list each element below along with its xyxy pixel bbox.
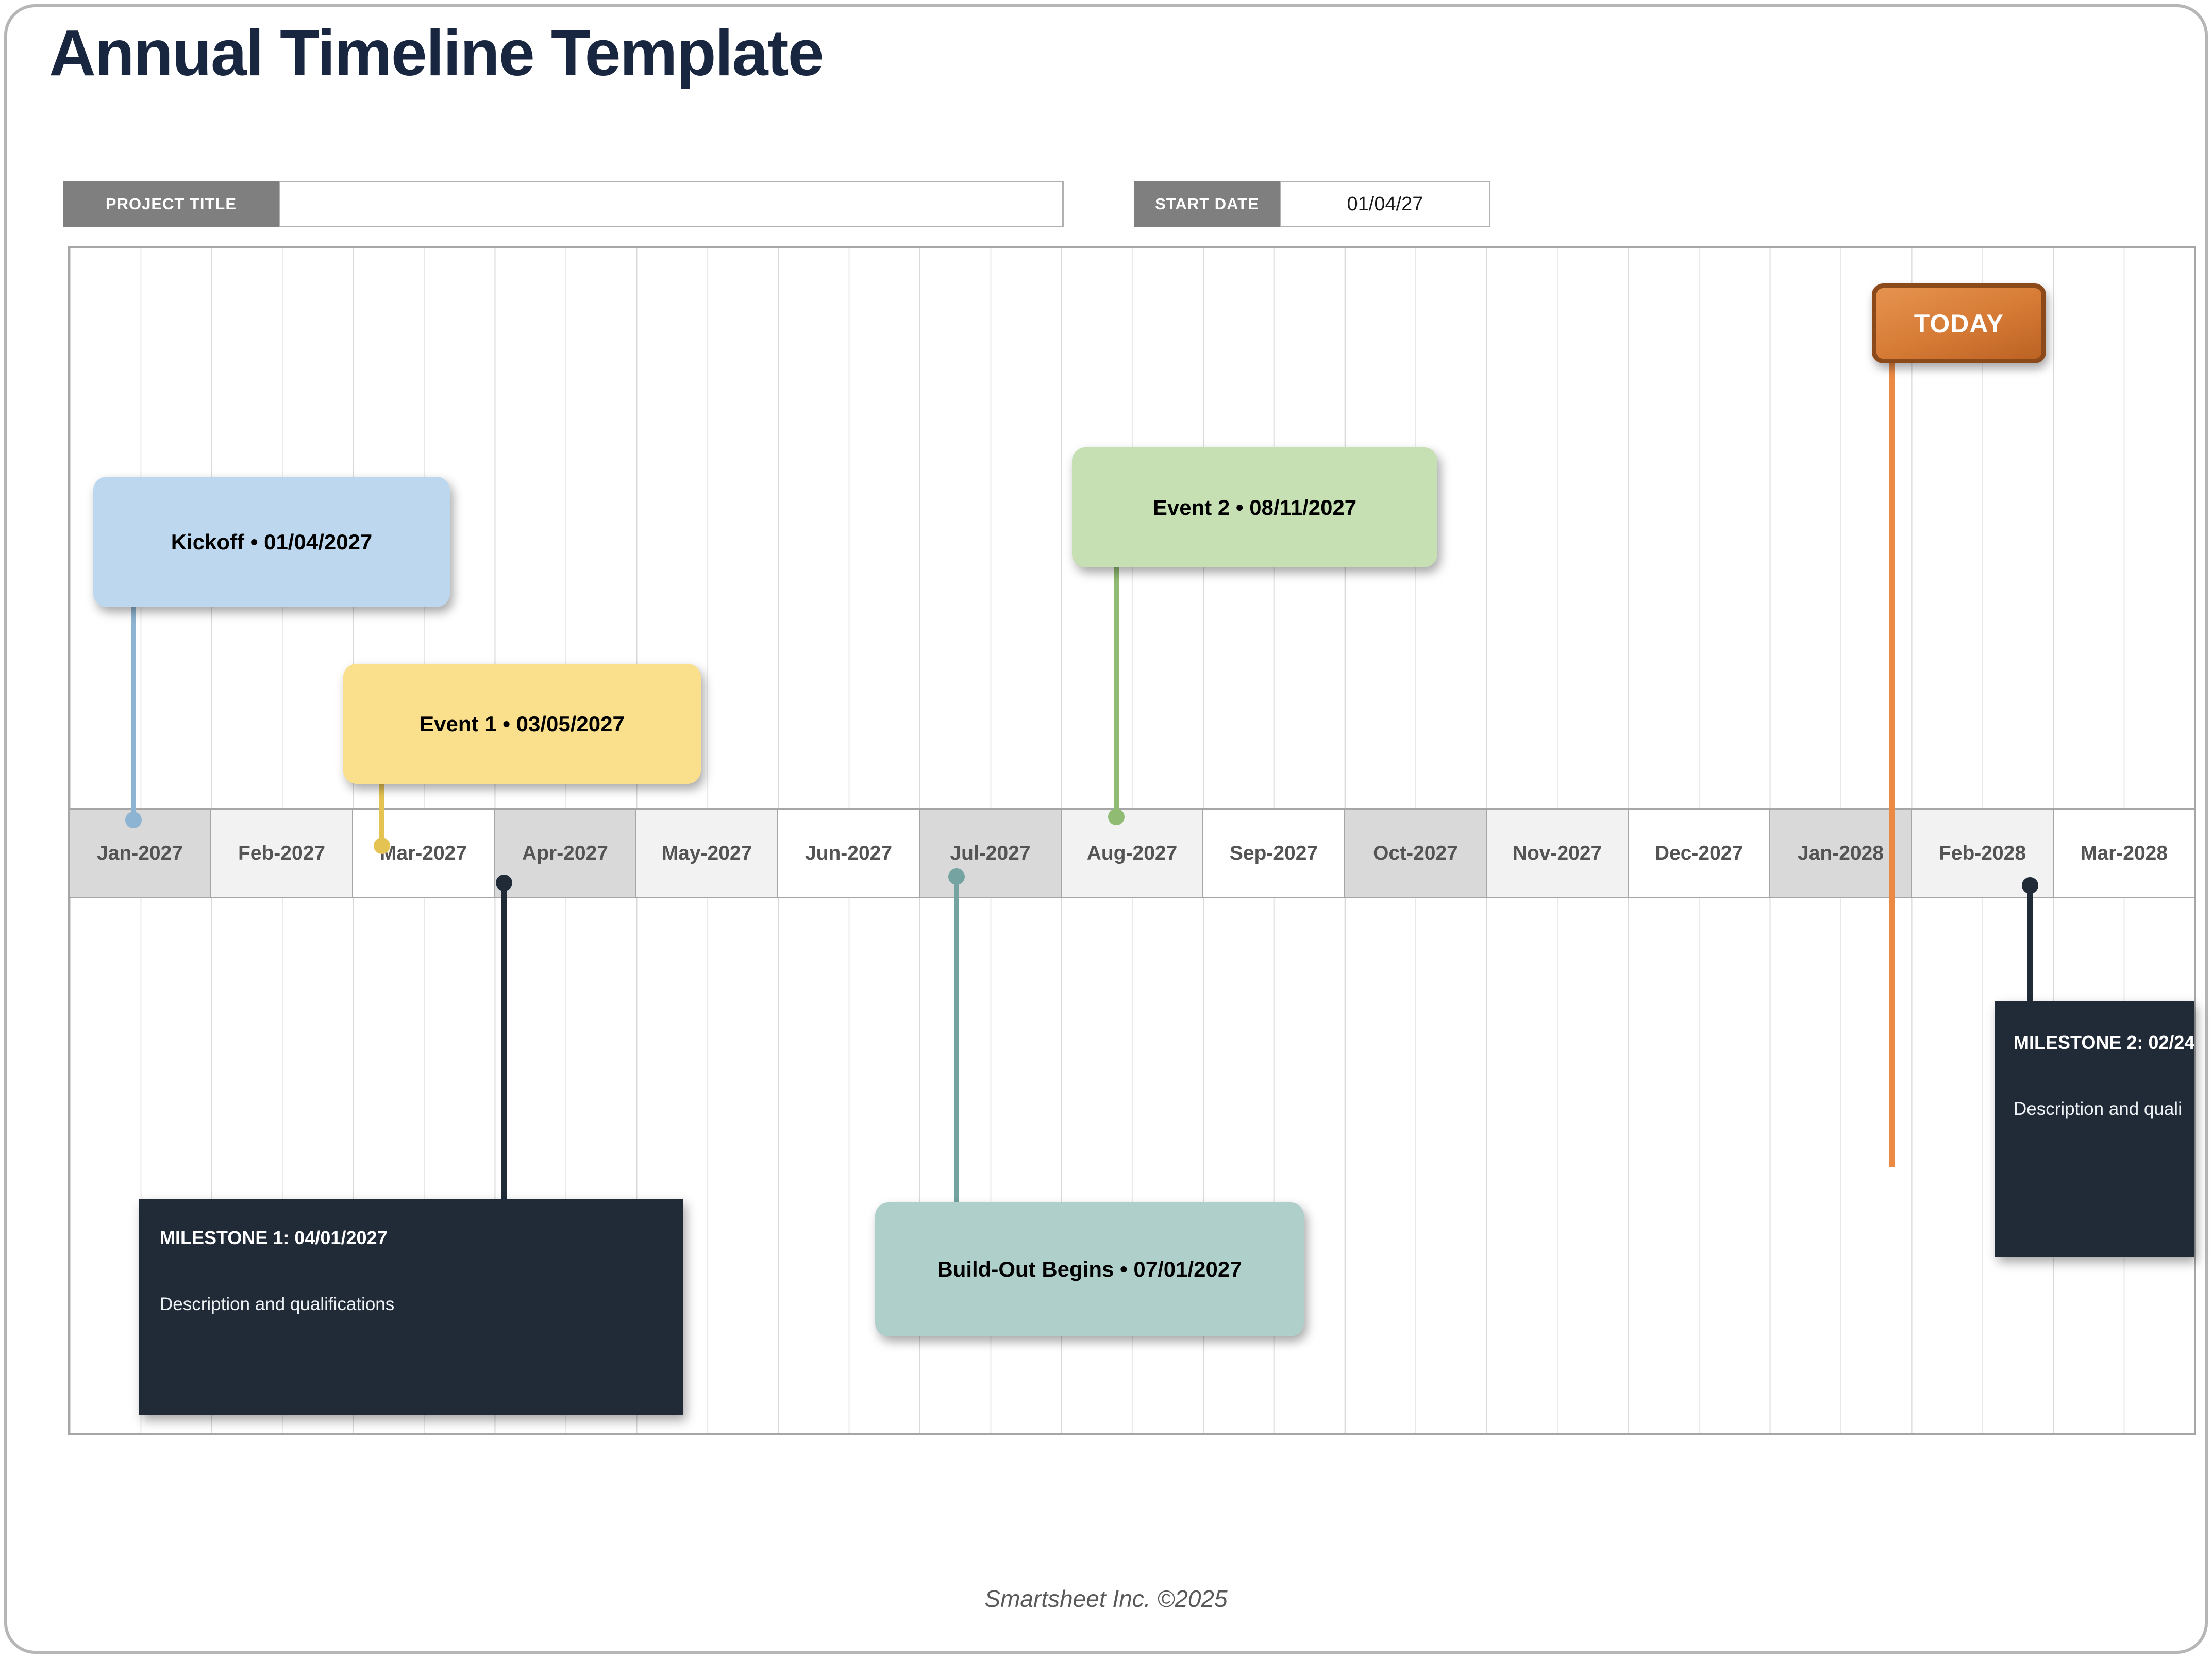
milestone-1-title: MILESTONE 1: 04/01/2027 [160, 1227, 388, 1248]
month-label: Jan-2027 [97, 842, 183, 864]
month-label: Jul-2027 [950, 842, 1031, 864]
month-label: Dec-2027 [1654, 842, 1744, 864]
month-label: Aug-2027 [1086, 842, 1178, 864]
month-cell: Sep-2027 [1203, 810, 1345, 897]
event-2-stem [1114, 563, 1119, 818]
event-box-event-1[interactable]: Event 1 • 03/05/2027 [343, 664, 701, 784]
month-cell: Mar-2028 [2054, 810, 2194, 897]
build-out-date-dot [948, 868, 965, 885]
project-title-input[interactable] [279, 181, 1064, 227]
copyright-footer: Smartsheet Inc. ©2025 [984, 1585, 1228, 1612]
event-1-date-dot [374, 838, 390, 854]
month-label: Mar-2027 [379, 842, 467, 864]
month-label: Oct-2027 [1373, 842, 1458, 864]
month-label: Sep-2027 [1229, 842, 1318, 864]
month-cell: Jul-2027 [920, 810, 1062, 897]
month-cell: Dec-2027 [1629, 810, 1770, 897]
event-1-stem [379, 778, 384, 846]
month-cell: Jan-2028 [1770, 810, 1912, 897]
event-box-event-1-label: Event 1 • 03/05/2027 [420, 711, 625, 736]
month-label: Nov-2027 [1512, 842, 1602, 864]
milestone-1-stem [501, 883, 507, 1201]
event-box-event-2-label: Event 2 • 08/11/2027 [1152, 495, 1357, 520]
milestone-2-title: MILESTONE 2: 02/24/ [2014, 1032, 2194, 1053]
month-label: Apr-2027 [522, 842, 608, 864]
event-2-date-dot [1108, 809, 1125, 825]
project-title-label: PROJECT TITLE [63, 181, 279, 227]
today-flag[interactable]: TODAY [1872, 283, 2046, 363]
milestone-1-box[interactable]: MILESTONE 1: 04/01/2027 Description and … [139, 1199, 683, 1415]
month-cell: Mar-2027 [353, 810, 495, 897]
kickoff-stem [131, 602, 136, 822]
event-box-event-2[interactable]: Event 2 • 08/11/2027 [1072, 447, 1437, 567]
month-label: Feb-2027 [238, 842, 326, 864]
page-title: Annual Timeline Template [49, 16, 824, 89]
milestone-2-box[interactable]: MILESTONE 2: 02/24/ Description and qual… [1995, 1001, 2194, 1257]
milestone-2-stem [2027, 885, 2033, 1003]
event-box-build-out-label: Build-Out Begins • 07/01/2027 [937, 1257, 1242, 1281]
event-box-build-out[interactable]: Build-Out Begins • 07/01/2027 [875, 1202, 1304, 1336]
month-axis: Jan-2027 Feb-2027 Mar-2027 Apr-2027 May-2027… [70, 808, 2194, 898]
month-label: Jan-2028 [1798, 842, 1884, 864]
milestone-2-description: Description and quali [2014, 1099, 2182, 1119]
month-label: Mar-2028 [2080, 842, 2168, 864]
month-cell: Nov-2027 [1487, 810, 1629, 897]
month-label: May-2027 [661, 842, 752, 864]
month-cell: Aug-2027 [1062, 810, 1203, 897]
event-box-kickoff-label: Kickoff • 01/04/2027 [171, 529, 373, 554]
month-label: Jun-2027 [805, 842, 893, 864]
timeline-chart: Jan-2027 Feb-2027 Mar-2027 Apr-2027 May-2027… [68, 246, 2196, 1435]
month-label: Feb-2028 [1938, 842, 2026, 864]
month-cell: Jun-2027 [778, 810, 920, 897]
month-cell: May-2027 [636, 810, 778, 897]
today-marker-line [1889, 362, 1895, 1167]
milestone-1-date-dot [496, 875, 512, 891]
event-box-kickoff[interactable]: Kickoff • 01/04/2027 [93, 477, 450, 607]
build-out-stem [954, 877, 959, 1207]
month-cell: Apr-2027 [495, 810, 636, 897]
milestone-1-description: Description and qualifications [160, 1294, 395, 1314]
month-cell: Feb-2027 [211, 810, 353, 897]
start-date-label: START DATE [1134, 181, 1280, 227]
today-flag-label: TODAY [1914, 309, 2004, 338]
month-cell: Oct-2027 [1345, 810, 1487, 897]
start-date-input[interactable]: 01/04/27 [1280, 181, 1490, 227]
milestone-2-date-dot [2022, 877, 2038, 894]
kickoff-date-dot [125, 812, 142, 828]
